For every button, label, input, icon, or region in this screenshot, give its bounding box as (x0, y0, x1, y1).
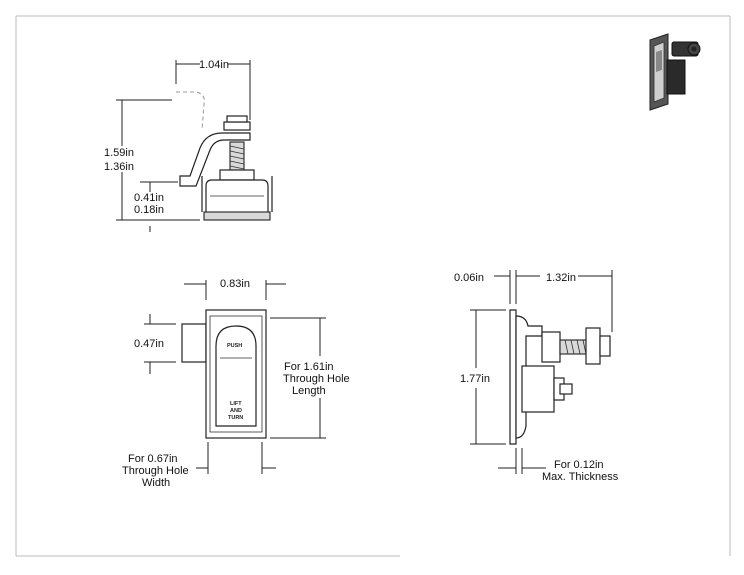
front-view: PUSH LIFT AND TURN 0.83in 0.47in For 1.6… (122, 278, 350, 489)
housing-body (205, 179, 269, 217)
dim-hole-length: For 1.61in (284, 361, 334, 373)
dim-height-side: 1.77in (460, 373, 490, 385)
product-photo (630, 28, 720, 111)
bracket (201, 176, 273, 212)
dim-width-top: 1.04in (199, 59, 229, 71)
push-label: PUSH (227, 343, 242, 349)
side-nut-1 (541, 331, 561, 363)
dim-cam-height: 0.47in (134, 338, 164, 350)
dim-hole-length-2: Through Hole (283, 373, 350, 385)
cam-arm (179, 132, 251, 187)
lift-label-2: AND (230, 408, 242, 414)
dim-width-front: 0.83in (220, 278, 250, 290)
dim-depth: 1.32in (546, 272, 576, 284)
dim-height-total: 1.59in (104, 147, 134, 159)
cam-profile (181, 323, 207, 363)
lower-nut (219, 169, 255, 181)
side-view: 0.06in 1.32in 1.77in For 0.12in Max. Thi… (454, 270, 619, 483)
dim-hole-width-3: Width (142, 477, 170, 489)
dim-hole-width-2: Through Hole (122, 465, 189, 477)
dim-hole-width: For 0.67in (128, 453, 178, 465)
drawing-frame (15, 15, 731, 557)
dim-thickness: For 0.12in (554, 459, 604, 471)
dim-height-flange: 0.18in (134, 204, 164, 216)
handle-paddle (215, 325, 257, 427)
top-nut (223, 121, 251, 131)
dim-hole-length-3: Length (292, 385, 326, 397)
side-nut-2 (585, 327, 601, 365)
top-view: 1.04in 1.59in 1.36in 0.41in 0.18in (104, 59, 273, 232)
flange-plate (203, 211, 271, 221)
dim-thickness-2: Max. Thickness (542, 471, 619, 483)
lift-label-3: TURN (228, 415, 243, 421)
ghost-arm (176, 91, 205, 131)
flange-edge (509, 309, 517, 445)
dim-height-alt: 1.36in (104, 161, 134, 173)
lift-label-1: LIFT (230, 401, 242, 407)
dim-flange: 0.06in (454, 272, 484, 284)
dim-height-base: 0.41in (134, 192, 164, 204)
cam-block (521, 365, 555, 413)
